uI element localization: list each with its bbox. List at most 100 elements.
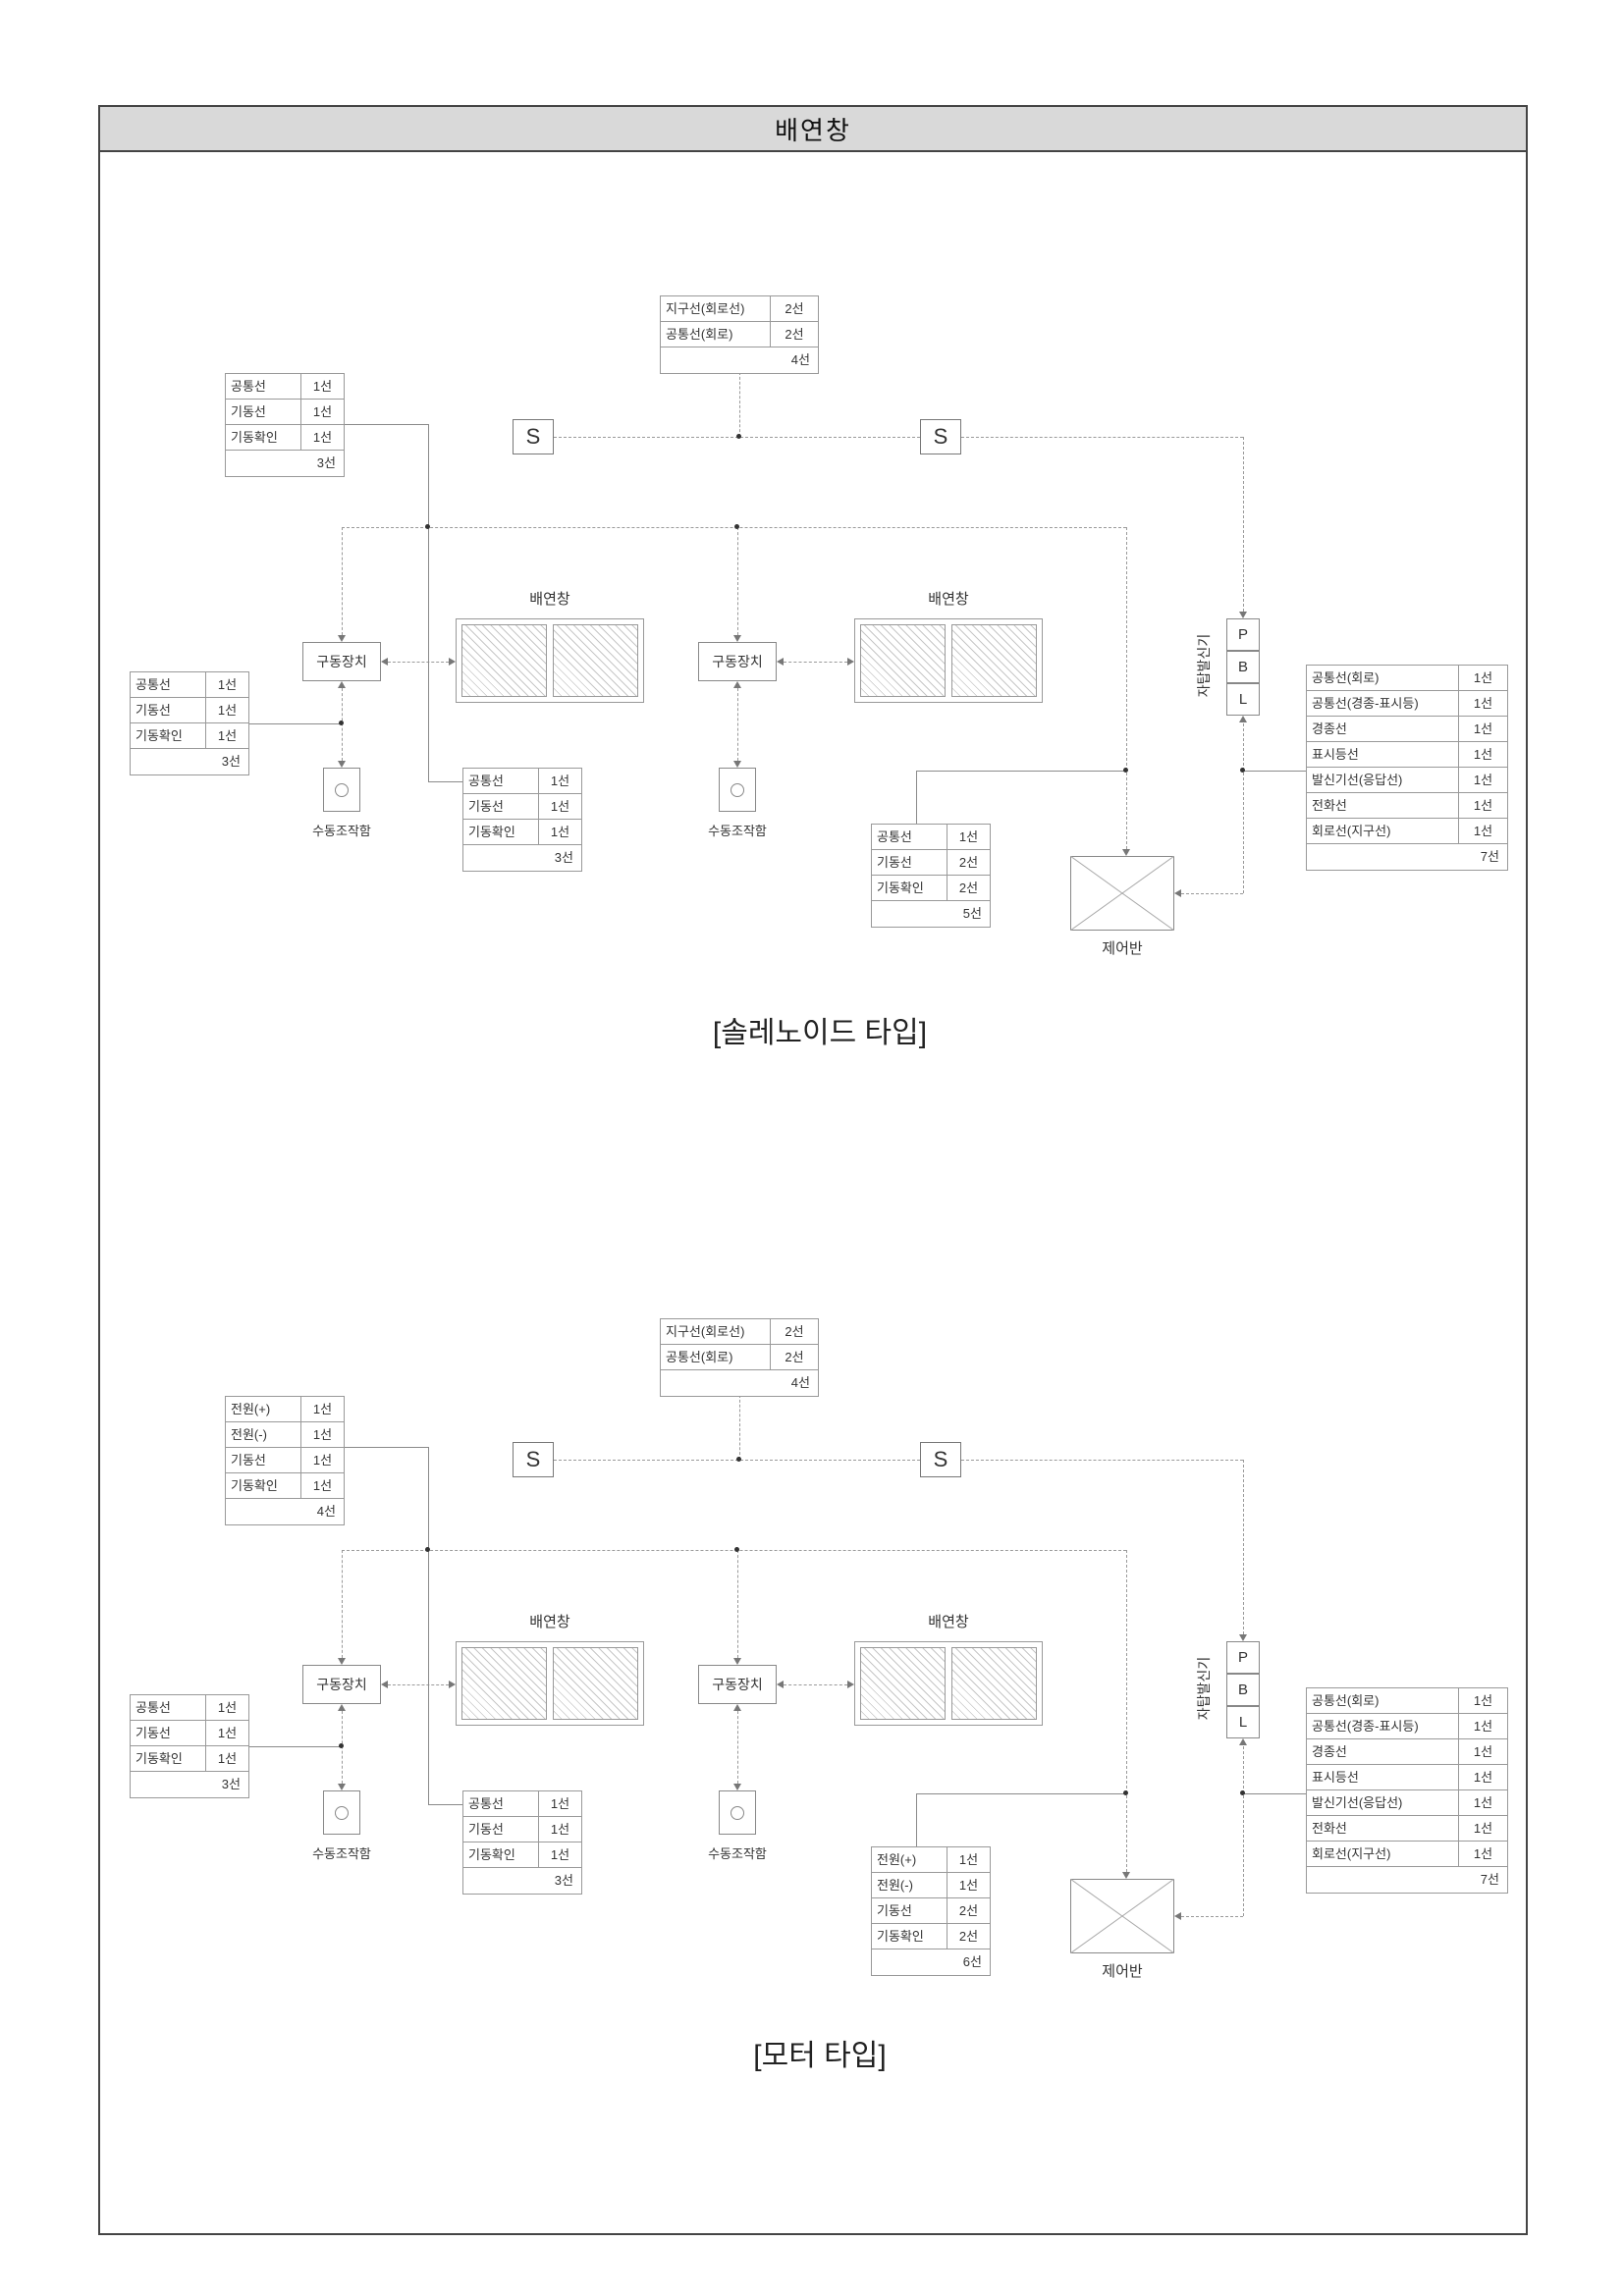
wire-name: 기동확인 bbox=[872, 1924, 947, 1949]
wire-count: 2선 bbox=[785, 1324, 804, 1339]
wire-name: 표시등선 bbox=[1307, 1765, 1459, 1789]
wire-count: 1선 bbox=[1473, 721, 1493, 736]
wire-name: 발신기선(응답선) bbox=[1307, 768, 1459, 792]
wire-count: 1선 bbox=[550, 1847, 570, 1862]
transmitter-label: 자탑발신기 bbox=[1196, 633, 1212, 698]
wire-count: 1선 bbox=[1473, 670, 1493, 685]
vent-window-label: 배연창 bbox=[529, 591, 570, 608]
pbl-unit-p: P bbox=[1226, 618, 1260, 651]
wire-count: 1선 bbox=[312, 379, 333, 394]
wire-count: 1선 bbox=[958, 829, 979, 844]
vent-window-label: 배연창 bbox=[529, 1614, 570, 1630]
wire-count: 1선 bbox=[1473, 1719, 1493, 1734]
junction-dot bbox=[339, 1743, 344, 1748]
arrowhead bbox=[847, 658, 854, 666]
arrowhead bbox=[1239, 1738, 1247, 1745]
wire-name: 회로선(지구선) bbox=[1307, 819, 1459, 843]
wire-count: 2선 bbox=[958, 881, 979, 895]
connector-line bbox=[342, 527, 1126, 528]
wire-name: 공통선 bbox=[226, 374, 301, 399]
leader-line bbox=[1243, 771, 1306, 772]
arrowhead bbox=[449, 658, 456, 666]
wire-name: 공통선(회로) bbox=[661, 1345, 771, 1369]
wire-name: 기동확인 bbox=[226, 425, 301, 450]
leader-line bbox=[343, 424, 428, 425]
wire-total: 7선 bbox=[1480, 849, 1499, 864]
connector-line bbox=[737, 1711, 738, 1784]
smoke-detector: S bbox=[920, 1442, 961, 1477]
wire-name: 기동확인 bbox=[463, 1842, 539, 1867]
vent-window bbox=[854, 618, 1043, 703]
leader-line bbox=[916, 1793, 917, 1846]
wire-count: 1선 bbox=[217, 1751, 238, 1766]
wire-count: 1선 bbox=[550, 799, 570, 814]
window-pane bbox=[860, 1647, 946, 1720]
table-row: 전원(+)1선 bbox=[872, 1847, 990, 1873]
transmitter-label: 자탑발신기 bbox=[1196, 1656, 1212, 1721]
arrowhead bbox=[733, 635, 741, 642]
wire-count: 1선 bbox=[312, 404, 333, 419]
connector-line bbox=[739, 1395, 740, 1460]
arrowhead bbox=[1122, 1872, 1130, 1879]
arrowhead bbox=[1174, 889, 1181, 897]
wire-count: 1선 bbox=[1473, 1770, 1493, 1785]
wire-count: 2선 bbox=[785, 301, 804, 316]
wire-name: 공통선 bbox=[872, 825, 947, 849]
wire-name: 기동확인 bbox=[463, 820, 539, 844]
leader-line bbox=[1243, 1793, 1306, 1794]
arrowhead bbox=[1239, 612, 1247, 618]
leader-line bbox=[916, 771, 1126, 772]
manual-control-box bbox=[719, 768, 756, 812]
connector-line bbox=[388, 662, 449, 663]
arrowhead bbox=[338, 1784, 346, 1790]
wire-name: 공통선(회로) bbox=[1307, 1688, 1459, 1713]
wire-name: 기동선 bbox=[131, 1721, 206, 1745]
smoke-detector: S bbox=[513, 419, 554, 454]
table-row: 공통선(경종-표시등)1선 bbox=[1307, 1714, 1507, 1739]
wire-count: 2선 bbox=[958, 1903, 979, 1918]
page-title: 배연창 bbox=[775, 115, 851, 145]
arrowhead bbox=[733, 1784, 741, 1790]
arrowhead bbox=[733, 1704, 741, 1711]
drive-unit: 구동장치 bbox=[698, 642, 777, 681]
drive-unit: 구동장치 bbox=[302, 1665, 381, 1704]
leader-line bbox=[428, 424, 429, 527]
table-row: 공통선(회로)1선 bbox=[1307, 1688, 1507, 1714]
arrowhead bbox=[338, 1704, 346, 1711]
wire-count: 1선 bbox=[1473, 747, 1493, 762]
wire-name: 공통선 bbox=[463, 769, 539, 793]
control-panel-symbol bbox=[1070, 1879, 1174, 1953]
leader-line bbox=[428, 1447, 429, 1550]
wire-name: 기동선 bbox=[131, 698, 206, 722]
window-pane bbox=[461, 624, 547, 697]
table-row: 공통선(회로)2선 bbox=[661, 322, 818, 347]
drive-unit: 구동장치 bbox=[302, 642, 381, 681]
wire-name: 공통선 bbox=[131, 1695, 206, 1720]
wire-name: 기동확인 bbox=[131, 723, 206, 748]
arrowhead bbox=[1239, 716, 1247, 722]
wire-count: 1선 bbox=[1473, 1846, 1493, 1861]
junction-dot bbox=[734, 1547, 739, 1552]
wire-name: 공통선(회로) bbox=[661, 322, 771, 347]
wire-name: 전화선 bbox=[1307, 1816, 1459, 1841]
arrowhead bbox=[777, 658, 784, 666]
wire-count: 1선 bbox=[1473, 773, 1493, 787]
wire-name: 기동선 bbox=[872, 1898, 947, 1923]
